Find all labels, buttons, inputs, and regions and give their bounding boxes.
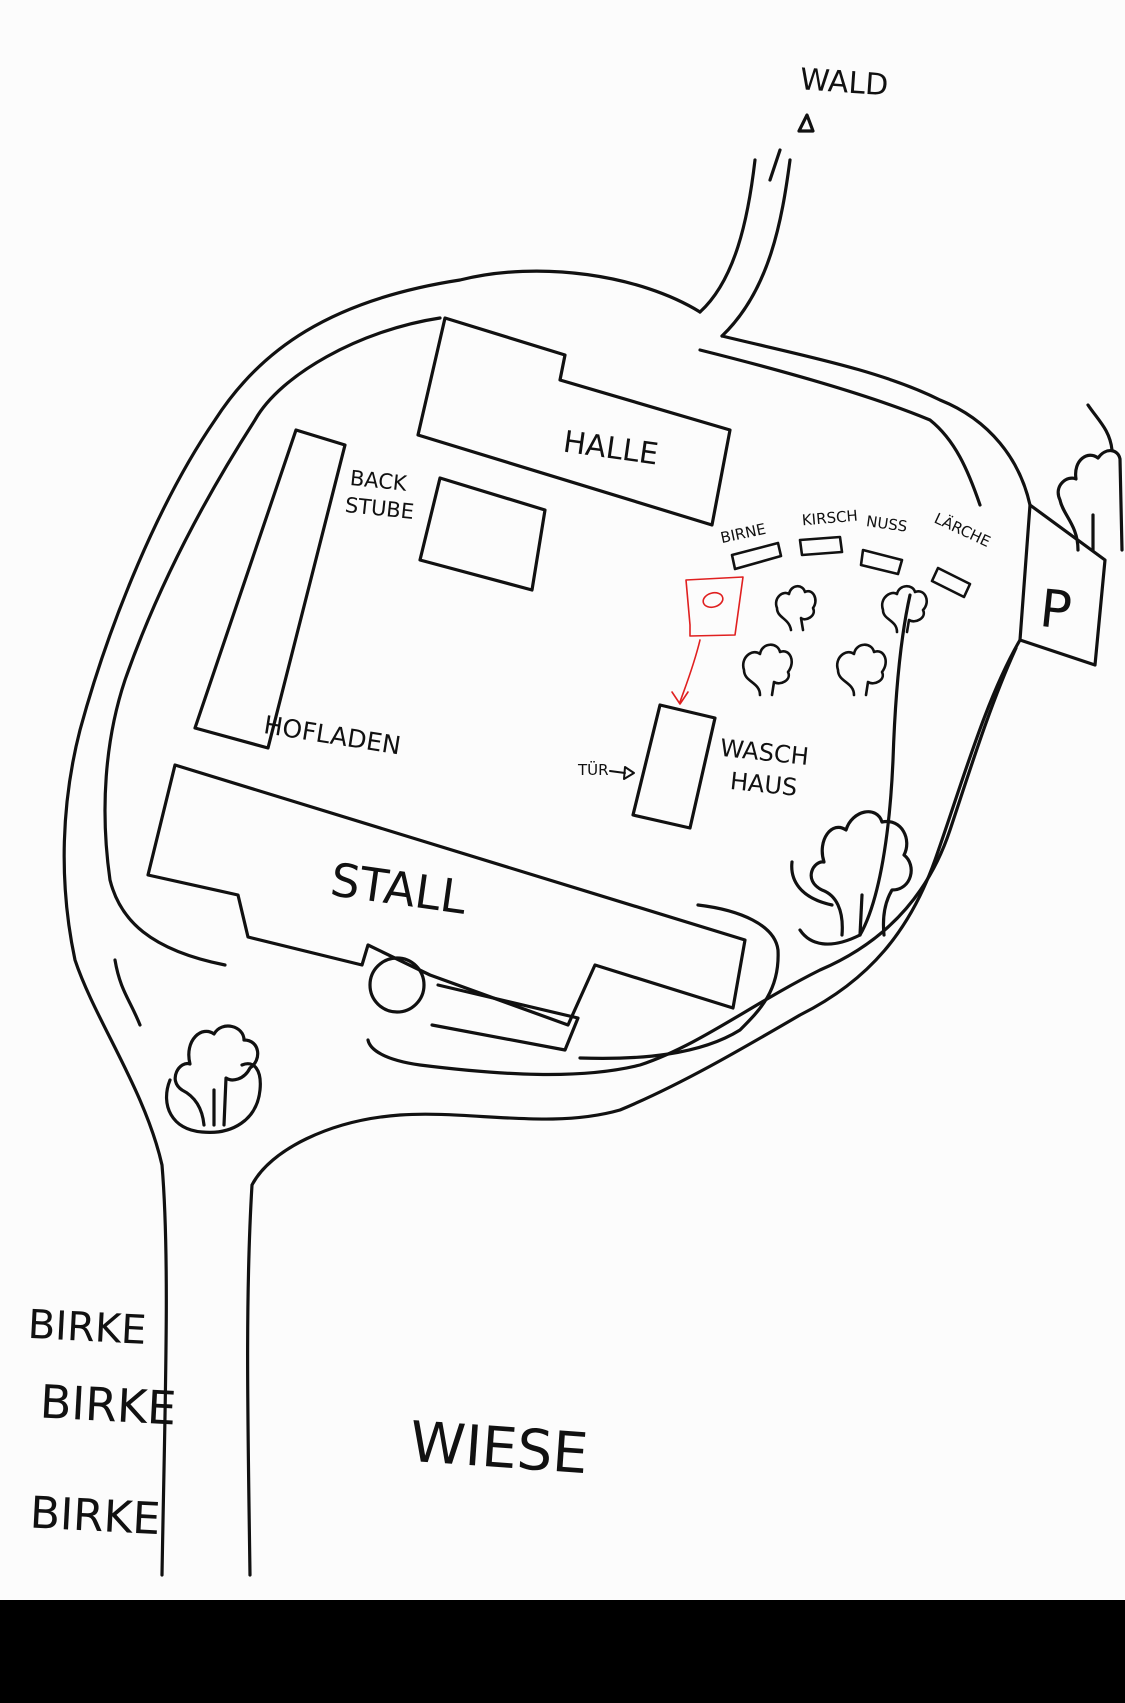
building-backstube — [418, 476, 547, 592]
label-birne: BIRNE — [719, 520, 768, 547]
courtyard-road — [578, 903, 780, 1060]
label-backstube-line2: STUBE — [344, 493, 415, 524]
bottom-black-bar — [0, 1600, 1125, 1703]
plaque-laerche — [930, 566, 972, 599]
tree-icon — [1056, 449, 1124, 552]
arrow-right-icon — [609, 766, 635, 780]
ring-road-outer — [720, 334, 1032, 507]
building-waschhaus — [631, 703, 717, 830]
tree-icon — [774, 584, 817, 632]
parking-sign: P — [1037, 579, 1074, 642]
hand-drawn-farm-map: WALD HALLE BACK STUBE HOFLADEN STALL WAS… — [26, 62, 1124, 1577]
building-stall — [146, 763, 747, 1027]
tree-icon — [741, 643, 793, 697]
plaque-nuss — [859, 548, 904, 576]
label-waschhaus-line2: HAUS — [729, 767, 799, 802]
label-wald: WALD — [799, 62, 890, 103]
label-birke-1: BIRKE — [27, 1302, 148, 1354]
label-nuss: NUSS — [865, 512, 908, 536]
label-hofladen: HOFLADEN — [262, 710, 403, 760]
location-marker-icon[interactable] — [671, 576, 744, 705]
ring-road-outer — [246, 638, 1022, 1577]
tree-icon — [809, 810, 913, 937]
building-halle — [416, 316, 732, 527]
tree-icon — [165, 1024, 262, 1134]
parking-area — [1018, 403, 1114, 667]
road-to-forest — [698, 148, 792, 338]
tree-icon — [880, 584, 928, 634]
label-kirsch: KIRSCH — [801, 507, 858, 530]
ring-road-inner — [113, 958, 142, 1027]
building-hofladen — [193, 428, 347, 750]
arrow-up-icon — [797, 113, 815, 133]
label-stall: STALL — [327, 852, 470, 925]
ring-road-inner — [698, 348, 982, 507]
label-birke-2: BIRKE — [39, 1374, 178, 1435]
ring-road-inner — [103, 316, 442, 967]
label-halle: HALLE — [561, 425, 660, 473]
label-waschhaus-line1: WASCH — [719, 734, 810, 771]
label-tuer: TÜR — [577, 760, 609, 779]
plaque-birne — [730, 541, 783, 571]
plaque-kirsch — [798, 535, 844, 557]
courtyard-road — [798, 593, 912, 946]
ring-road-inner — [366, 646, 1018, 1077]
label-wiese: WIESE — [408, 1410, 590, 1487]
stall-annex — [430, 983, 580, 1052]
silo-circle — [368, 956, 426, 1014]
label-birke-3: BIRKE — [29, 1487, 162, 1545]
ring-road-outer — [62, 269, 702, 1577]
tree-icon — [835, 643, 887, 697]
label-backstube-line1: BACK — [349, 466, 409, 496]
courtyard-road — [790, 860, 834, 907]
label-laerche: LÄRCHE — [931, 508, 993, 551]
